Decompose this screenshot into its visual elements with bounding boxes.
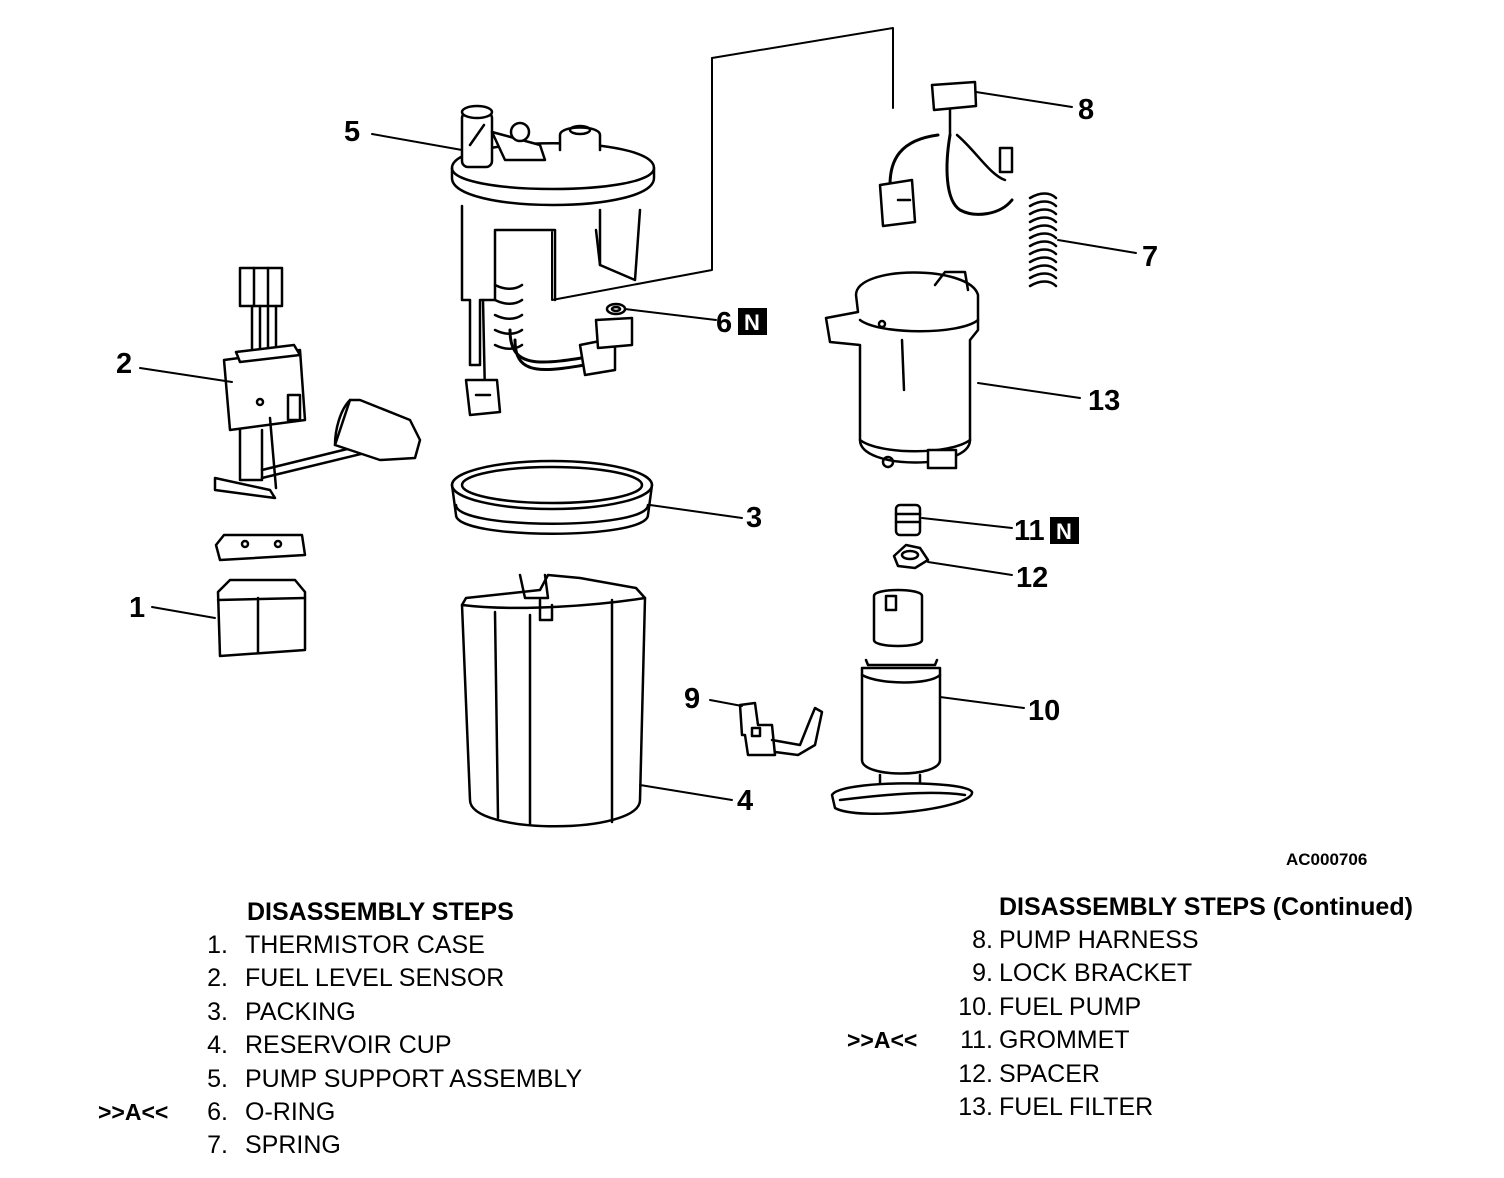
callout-7: 7	[1142, 241, 1158, 273]
step-mark: >>A<<	[847, 1027, 918, 1054]
callout-1: 1	[129, 592, 145, 624]
step-number: 8.	[972, 926, 993, 954]
leader-lines	[139, 91, 1137, 801]
callout-6: 6	[716, 307, 732, 339]
callout-12: 12	[1016, 562, 1048, 594]
spring	[1028, 192, 1058, 288]
step-number: 5.	[207, 1064, 228, 1093]
step-item: 12.SPACER	[953, 1058, 1199, 1091]
step-label: PUMP SUPPORT ASSEMBLY	[245, 1064, 583, 1093]
assembly-guide-line	[551, 27, 894, 301]
thermistor-case	[214, 533, 307, 658]
step-item: 10.FUEL PUMP	[953, 991, 1199, 1024]
step-number: 13.	[958, 1092, 993, 1121]
steps-title-right: DISASSEMBLY STEPS (Continued)	[999, 893, 1413, 921]
step-label: FUEL LEVEL SENSOR	[245, 964, 505, 993]
step-label: FUEL FILTER	[999, 1092, 1154, 1121]
pump-harness	[878, 80, 1014, 228]
packing	[450, 459, 654, 535]
fuel-pump	[830, 588, 974, 815]
step-label: FUEL PUMP	[999, 992, 1142, 1021]
callout-11: 11	[1014, 515, 1045, 547]
callout-9: 9	[684, 683, 700, 715]
callout-8: 8	[1078, 94, 1094, 126]
step-number: 4.	[207, 1031, 228, 1060]
step-number: 10.	[958, 992, 993, 1021]
lock-bracket	[738, 701, 824, 757]
pump-support-assembly	[450, 104, 656, 417]
step-item: 9.LOCK BRACKET	[953, 957, 1199, 990]
step-label: PACKING	[245, 997, 356, 1026]
step-item: 7. SPRING	[198, 1129, 582, 1162]
step-item: 2. FUEL LEVEL SENSOR	[198, 962, 582, 995]
step-number: 9.	[972, 959, 993, 988]
step-item: >>A<< 6. O-RING	[98, 1096, 582, 1129]
callout-13: 13	[1088, 385, 1120, 417]
fuel-filter	[824, 270, 980, 470]
step-number: 1.	[207, 931, 228, 959]
step-number: 7.	[207, 1131, 228, 1160]
step-label: RESERVOIR CUP	[245, 1031, 452, 1060]
step-item: 3. PACKING	[198, 996, 582, 1029]
figure-code: AC000706	[1286, 850, 1368, 869]
callout-3: 3	[746, 502, 762, 534]
svg-text:N: N	[1056, 519, 1072, 544]
step-mark: >>A<<	[98, 1098, 169, 1125]
step-label: O-RING	[245, 1097, 336, 1126]
callout-4: 4	[737, 785, 753, 817]
reservoir-cup	[460, 573, 647, 828]
step-label: GROMMET	[999, 1026, 1130, 1055]
step-item: >>A<< 11.GROMMET	[847, 1024, 1199, 1057]
new-part-badge-11: N	[1050, 517, 1079, 544]
svg-text:N: N	[744, 310, 760, 335]
step-item: 8.PUMP HARNESS	[953, 924, 1199, 957]
callout-10: 10	[1028, 695, 1060, 727]
spacer	[892, 543, 930, 570]
step-label: SPRING	[245, 1131, 341, 1160]
step-number: 12.	[958, 1059, 993, 1088]
step-number: 11.	[960, 1026, 993, 1055]
o-ring	[605, 302, 627, 316]
step-item: 13.FUEL FILTER	[953, 1091, 1199, 1124]
new-part-badge-6: N	[738, 308, 767, 335]
callout-2: 2	[116, 348, 132, 380]
grommet	[894, 503, 922, 537]
step-label: SPACER	[999, 1059, 1100, 1088]
step-label: PUMP HARNESS	[999, 926, 1199, 954]
exploded-diagram: 1 2 3 4 5 6 N 7 8 9 10 11 N 12 13	[116, 27, 1158, 828]
step-label: LOCK BRACKET	[999, 959, 1193, 988]
step-number: 2.	[207, 964, 228, 993]
steps-list-right: 8.PUMP HARNESS 9.LOCK BRACKET 10.FUEL PU…	[847, 924, 1199, 1124]
step-item: 5. PUMP SUPPORT ASSEMBLY	[198, 1063, 582, 1096]
step-label: THERMISTOR CASE	[245, 931, 485, 959]
steps-list-left: 1. THERMISTOR CASE 2. FUEL LEVEL SENSOR 3.…	[98, 929, 582, 1163]
step-number: 6.	[207, 1097, 228, 1126]
steps-title-left: DISASSEMBLY STEPS	[247, 898, 514, 926]
step-item: 1. THERMISTOR CASE	[198, 929, 582, 962]
step-number: 3.	[207, 997, 228, 1026]
step-item: 4. RESERVOIR CUP	[198, 1029, 582, 1062]
fuel-level-sensor	[213, 266, 422, 500]
callout-5: 5	[344, 116, 360, 148]
